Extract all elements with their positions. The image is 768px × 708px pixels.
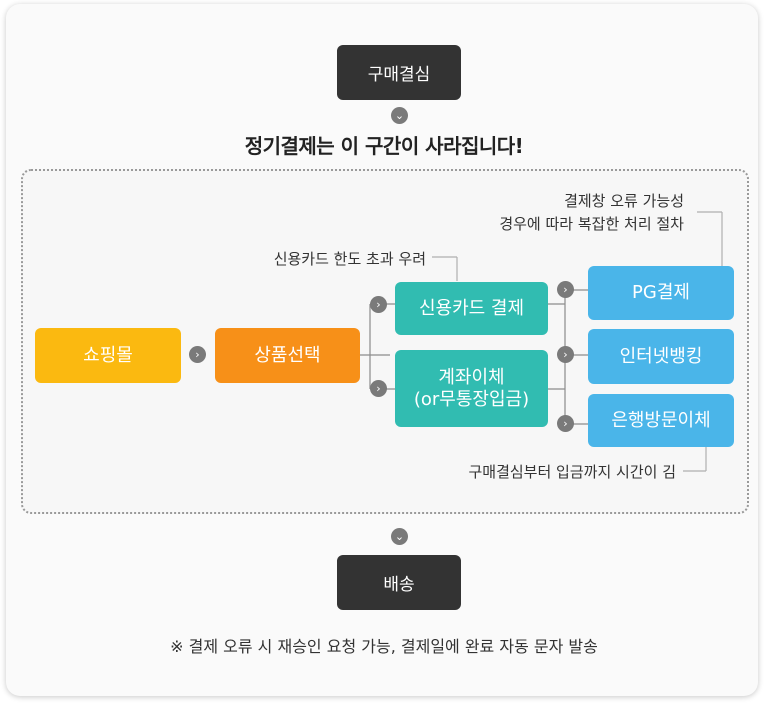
bottom-step-delivery: 배송: [337, 555, 461, 610]
headline: 정기결제는 이 구간이 사라집니다!: [244, 134, 524, 158]
internet-banking-box: 인터넷뱅킹: [588, 329, 734, 384]
product-select-box: 상품선택: [215, 328, 360, 383]
pg-payment-box: PG결제: [588, 266, 734, 320]
bank-visit-box: 은행방문이체: [588, 394, 734, 447]
pg-error-note-line2: 경우에 따라 복잡한 처리 절차: [499, 214, 684, 233]
card-limit-note: 신용카드 한도 초과 우려: [273, 250, 426, 268]
pg-error-note: 결제창 오류 가능성 경우에 따라 복잡한 처리 절차: [499, 190, 684, 235]
pg-error-note-line1: 결제창 오류 가능성: [564, 192, 684, 210]
shop-box: 쇼핑몰: [35, 328, 181, 383]
time-delay-note: 구매결심부터 입금까지 시간이 김: [468, 463, 676, 481]
chevron-down-icon: ⌄: [391, 107, 408, 124]
chevron-right-icon: ›: [370, 380, 387, 397]
chevron-right-icon: ›: [557, 346, 574, 363]
bank-transfer-sublabel: (or무통장입금): [413, 388, 530, 410]
chevron-right-icon: ›: [370, 296, 387, 313]
credit-card-box: 신용카드 결제: [395, 282, 548, 335]
chevron-right-icon: ›: [557, 281, 574, 298]
chevron-down-icon: ⌄: [391, 528, 408, 545]
chevron-right-icon: ›: [557, 415, 574, 432]
footer-note: ※ 결제 오류 시 재승인 요청 가능, 결제일에 완료 자동 문자 발송: [170, 637, 598, 656]
top-step-purchase-decision: 구매결심: [337, 45, 461, 100]
bank-transfer-label: 계좌이체: [438, 366, 505, 388]
chevron-right-icon: ›: [189, 346, 206, 363]
bank-transfer-box: 계좌이체 (or무통장입금): [395, 350, 548, 427]
